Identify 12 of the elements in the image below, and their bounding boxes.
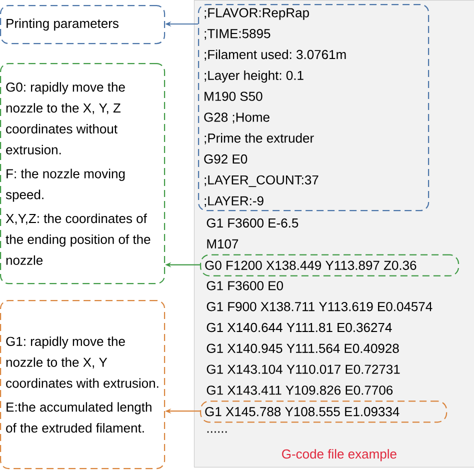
highlight-box: G0 F1200 X138.449 Y113.897 Z0.36 xyxy=(200,254,460,276)
code-line: G1 X140.644 Y111.81 E0.36274 xyxy=(206,322,392,332)
highlight-box: ;FLAVOR:RepRap ;TIME:5895 ;Filament used: 3.0761m ;Layer height: 0.1 M190 S50 G28 ;Home ;Prime the extruder G92 E0 ;LAYER_COUNT:37 ;LAYER:-9 xyxy=(198,4,430,212)
code-line: M107 xyxy=(207,239,238,248)
note-box: G1: rapidly move the nozzle to the X, Y coordinates with extrusion. E:the accumulated length of the extruded filament. xyxy=(0,300,166,470)
code-line: G1 X140.945 Y111.564 E0.40928 xyxy=(206,344,399,353)
code-line: G1 F900 X138.711 Y113.619 E0.04574 xyxy=(206,302,432,312)
note-box: G0: rapidly move the nozzle to the X, Y, Z coordinates without extrusion. F: the nozzle moving speed. X,Y,Z: the coordinates of the ending position of the nozzle xyxy=(0,63,166,284)
highlight-box: G1 X145.788 Y108.555 E1.09334 xyxy=(200,400,448,423)
note-box: Printing parameters xyxy=(0,5,166,44)
code-line: G1 X143.104 Y110.017 E0.72731 xyxy=(206,364,400,374)
code-line: G1 F3600 E-6.5 xyxy=(206,218,298,228)
